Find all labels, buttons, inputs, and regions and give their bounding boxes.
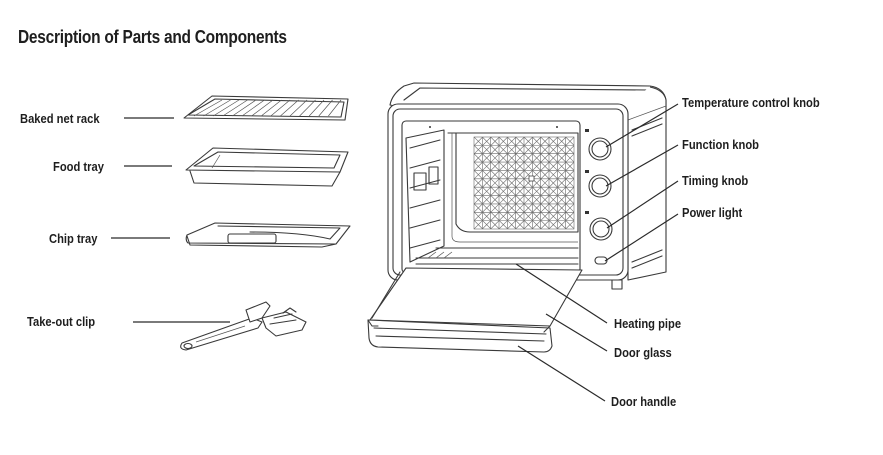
rack-bar — [193, 99, 223, 117]
rack-bar — [318, 99, 333, 117]
grid-diagonal — [532, 186, 574, 229]
grid-diagonal — [482, 137, 574, 229]
grid-diagonal — [474, 137, 500, 163]
rack-bar — [308, 99, 325, 117]
rack-bar — [260, 99, 282, 117]
grid-diagonal — [474, 137, 567, 229]
leader-door-glass — [545, 313, 608, 352]
food-tray-drawing — [185, 147, 349, 187]
leader-power-light — [604, 213, 679, 262]
baked-net-rack-drawing — [183, 95, 349, 121]
leader-heating-pipe — [515, 263, 608, 324]
page-title: Description of Parts and Components — [18, 27, 287, 47]
leader-timing-knob — [606, 180, 679, 229]
leader-function-knob — [605, 144, 679, 187]
label-take-out-clip: Take-out clip — [27, 314, 96, 329]
grid-diagonal — [540, 195, 574, 229]
grid-diagonal — [474, 186, 517, 229]
rack-bar — [328, 99, 342, 117]
rack-bar — [232, 99, 257, 117]
label-timing-knob: Timing knob — [682, 173, 749, 188]
take-out-clip-drawing — [180, 301, 307, 351]
rack-bar — [213, 99, 240, 117]
grid-diagonal — [498, 153, 574, 229]
label-baked-net-rack: Baked net rack — [20, 111, 100, 126]
leader-temperature-control-knob — [605, 103, 679, 148]
chip-tray-drawing — [185, 222, 351, 248]
grid-diagonal — [474, 137, 517, 180]
label-function-knob: Function knob — [682, 137, 760, 152]
rack-bar — [241, 99, 265, 117]
grid-diagonal — [523, 178, 574, 229]
timing-knob-drawing — [585, 211, 613, 241]
grid-diagonal — [474, 137, 558, 222]
label-door-glass: Door glass — [614, 345, 672, 360]
grid-diagonal — [548, 203, 574, 229]
grid-diagonal — [557, 211, 574, 229]
label-door-handle: Door handle — [611, 394, 677, 409]
grid-diagonal — [474, 137, 550, 213]
grid-diagonal — [474, 194, 508, 229]
grid-diagonal — [474, 137, 508, 172]
function-knob-drawing — [585, 170, 612, 198]
grid-diagonal — [532, 137, 574, 180]
rack-bar — [289, 99, 308, 117]
rack-bar — [203, 99, 231, 117]
grid-diagonal — [474, 203, 500, 229]
grid-diagonal — [474, 137, 525, 188]
door-drawing — [367, 267, 583, 353]
rack-bar — [251, 99, 274, 117]
rack-bar — [299, 99, 316, 117]
label-heating-pipe: Heating pipe — [614, 316, 682, 331]
leader-door-handle — [517, 345, 606, 402]
grid-diagonal — [515, 170, 574, 229]
grid-diagonal — [474, 137, 542, 205]
grid-diagonal — [540, 137, 574, 171]
label-food-tray: Food tray — [53, 159, 104, 174]
grid-diagonal — [507, 161, 574, 229]
label-chip-tray: Chip tray — [49, 231, 98, 246]
grid-diagonal — [474, 211, 492, 229]
grid-diagonal — [548, 137, 574, 163]
grid-diagonal — [557, 137, 574, 155]
rack-bar — [270, 99, 291, 117]
grid-diagonal — [474, 137, 492, 155]
rack-bar — [222, 99, 248, 117]
oven-drawing — [367, 82, 667, 353]
label-temperature-control-knob: Temperature control knob — [682, 95, 820, 110]
power-light-drawing — [594, 256, 608, 265]
temperature-knob-drawing — [585, 129, 612, 161]
rack-bar — [280, 99, 299, 117]
label-power-light: Power light — [682, 205, 743, 220]
grid-diagonal — [474, 137, 533, 197]
grid-diagonal — [490, 145, 574, 229]
